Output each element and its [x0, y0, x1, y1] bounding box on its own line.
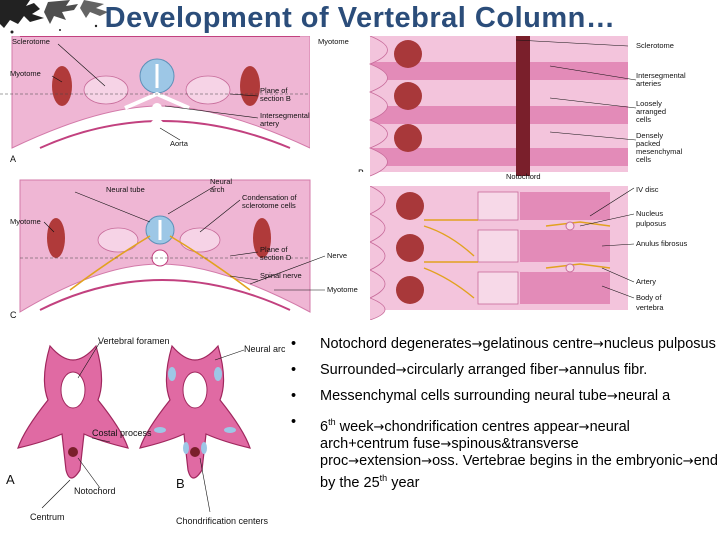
label-plane-of-c: Plane of	[260, 245, 288, 254]
bullet-text: chondrification centres appear	[384, 418, 579, 435]
arrow-icon: →	[592, 337, 604, 352]
label-body-of: Body of	[636, 293, 662, 302]
label-myotome: Myotome	[10, 69, 41, 78]
label-spinal-nerve: Spinal nerve	[260, 271, 302, 280]
bullet-text: 6	[320, 418, 329, 435]
arrow-icon: →	[578, 419, 590, 435]
label-intersegmental: Intersegmental	[260, 111, 310, 120]
label-sclerotome-cells: sclerotome cells	[242, 201, 296, 210]
label-arteries-b: arteries	[636, 79, 661, 88]
label-sclerotome: Sclerotome	[12, 37, 50, 46]
label-pulposus: pulposus	[636, 219, 666, 228]
bullet-item: 6th week→chondrification centres appear→…	[288, 414, 718, 492]
label-cells-2: cells	[636, 155, 651, 164]
bullet-list: Notochord degenerates→gelatinous centre→…	[288, 336, 718, 501]
label-plane-of: Plane of	[260, 86, 288, 95]
diagram-section-d: IV disc Nucleus pulposus Anulus fibrosus…	[370, 186, 720, 320]
arrow-icon: →	[348, 453, 360, 469]
label-notochord-b: Notochord	[506, 172, 541, 180]
label-artery-d: Artery	[636, 277, 656, 286]
diagram-section-c: Neural arch Neural tube Condensation of …	[0, 172, 370, 320]
label-neural-arch: Neural arch	[244, 344, 285, 354]
diagram-section-b: Myotome Sclerotome Intersegmental arteri…	[310, 36, 720, 180]
bullet-text: spinous&transverse proc	[320, 435, 579, 469]
bullet-text: oss. Vertebrae begins in the embryonic	[432, 452, 683, 469]
label-cells: cells	[636, 115, 651, 124]
vertebra-label-b: B	[176, 476, 185, 491]
arrow-icon: →	[606, 389, 618, 404]
panel-label-a: A	[10, 154, 16, 164]
label-aorta: Aorta	[170, 139, 189, 148]
label-densely: Densely	[636, 131, 663, 140]
arrow-icon: →	[440, 436, 452, 452]
bullet-text: year	[387, 474, 420, 491]
bullet-item: Surrounded→circularly arranged fiber→ann…	[288, 362, 718, 379]
bullet-text: neural arch+centrum fuse	[320, 418, 630, 452]
label-myotome-c: Myotome	[10, 217, 41, 226]
label-neural-tube: Neural tube	[106, 185, 145, 194]
arrow-icon: →	[421, 453, 433, 469]
bullet-text: Notochord degenerates	[320, 336, 472, 352]
bullet-text: week	[335, 418, 374, 435]
bullet-text: gelatinous centre	[482, 336, 593, 352]
label-nucleus: Nucleus	[636, 209, 663, 218]
bullet-text: circularly arranged fiber	[406, 362, 559, 378]
vertebra-label-a: A	[6, 472, 15, 487]
bullet-text: Surrounded	[320, 362, 396, 378]
bullet-text: annulus fibr.	[569, 362, 648, 378]
label-arch: arch	[210, 185, 225, 194]
diagram-section-a: Sclerotome Myotome Plane of section B In…	[0, 36, 370, 168]
label-loosely: Loosely	[636, 99, 662, 108]
label-arranged: arranged	[636, 107, 666, 116]
bullet-text: extension	[359, 452, 422, 469]
label-vertebra: vertebra	[636, 303, 664, 312]
arrow-icon: →	[395, 363, 407, 378]
slide-title: Development of Vertebral Column…	[104, 2, 616, 34]
bullet-item: Messenchymal cells surrounding neural tu…	[288, 388, 718, 405]
superscript: th	[379, 472, 388, 483]
label-section-b: section B	[260, 94, 291, 103]
bullet-text: end by the 25	[320, 452, 718, 491]
arrow-icon: →	[471, 337, 483, 352]
label-sclerotome-b: Sclerotome	[636, 41, 674, 50]
panel-label-c: C	[10, 310, 17, 320]
bullet-text: nucleus pulposus	[603, 336, 716, 352]
arrow-icon: →	[373, 419, 385, 435]
superscript: th	[328, 417, 336, 427]
label-packed: packed	[636, 139, 660, 148]
arrow-icon: →	[558, 363, 570, 378]
label-anulus: Anulus fibrosus	[636, 239, 688, 248]
label-chondrification-centers: Chondrification centers	[176, 516, 269, 526]
label-myotome-b: Myotome	[318, 37, 349, 46]
bullet-text: Messenchymal cells surrounding neural tu…	[320, 388, 607, 404]
label-nerve: Nerve	[327, 251, 347, 260]
label-notochord-c: Notochord	[74, 486, 116, 496]
label-centrum: Centrum	[30, 512, 65, 522]
label-condensation: Condensation of	[242, 193, 298, 202]
label-vertebral-foramen: Vertebral foramen	[98, 336, 170, 346]
diagram-chondrification: Vertebral foramen Neural arch Costal pro…	[0, 330, 285, 540]
grunge-texture	[0, 0, 120, 36]
label-artery: artery	[260, 119, 279, 128]
bullet-text: neural a	[617, 388, 671, 404]
label-myotome-c2: Myotome	[327, 285, 358, 294]
label-costal-process: Costal process	[92, 428, 152, 438]
label-iv-disc: IV disc	[636, 186, 659, 194]
label-intersegmental-b: Intersegmental	[636, 71, 686, 80]
label-section-d: section D	[260, 253, 292, 262]
arrow-icon: →	[682, 453, 694, 469]
label-mesenchymal: mesenchymal	[636, 147, 683, 156]
bullet-item: Notochord degenerates→gelatinous centre→…	[288, 336, 718, 353]
label-neural: Neural	[210, 177, 232, 186]
